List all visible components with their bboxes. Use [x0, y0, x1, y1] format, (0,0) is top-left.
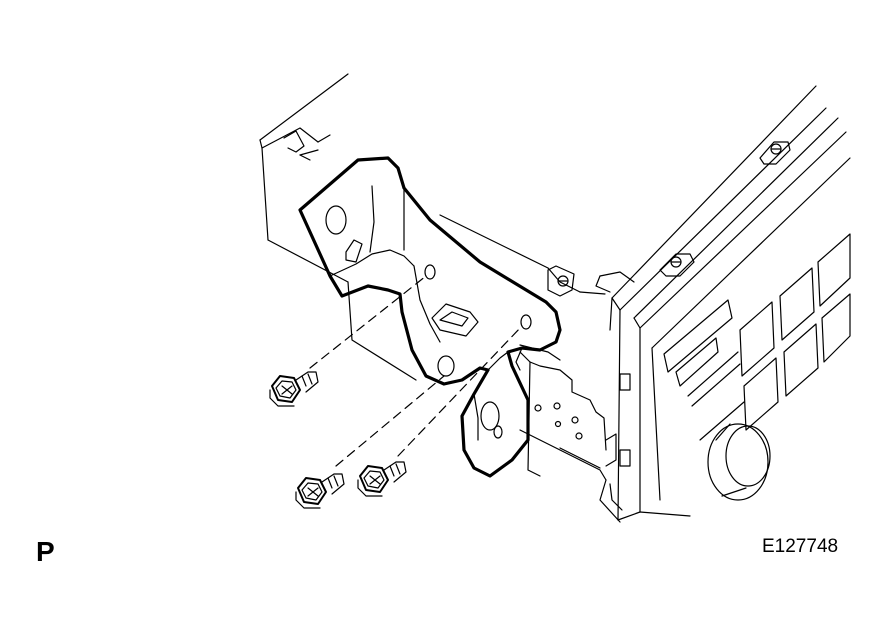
bolt-top	[270, 372, 318, 406]
bolt-bottom-left	[296, 474, 344, 508]
radio-unit-body	[260, 74, 634, 480]
assembly-guide-lines	[310, 276, 522, 466]
figure-code: E127748	[762, 536, 839, 557]
side-label: P	[36, 536, 55, 567]
bolt-bottom-right	[358, 462, 406, 496]
mounting-bracket	[300, 158, 560, 476]
radio-chassis-side	[520, 345, 606, 476]
radio-front-panel	[600, 86, 850, 522]
